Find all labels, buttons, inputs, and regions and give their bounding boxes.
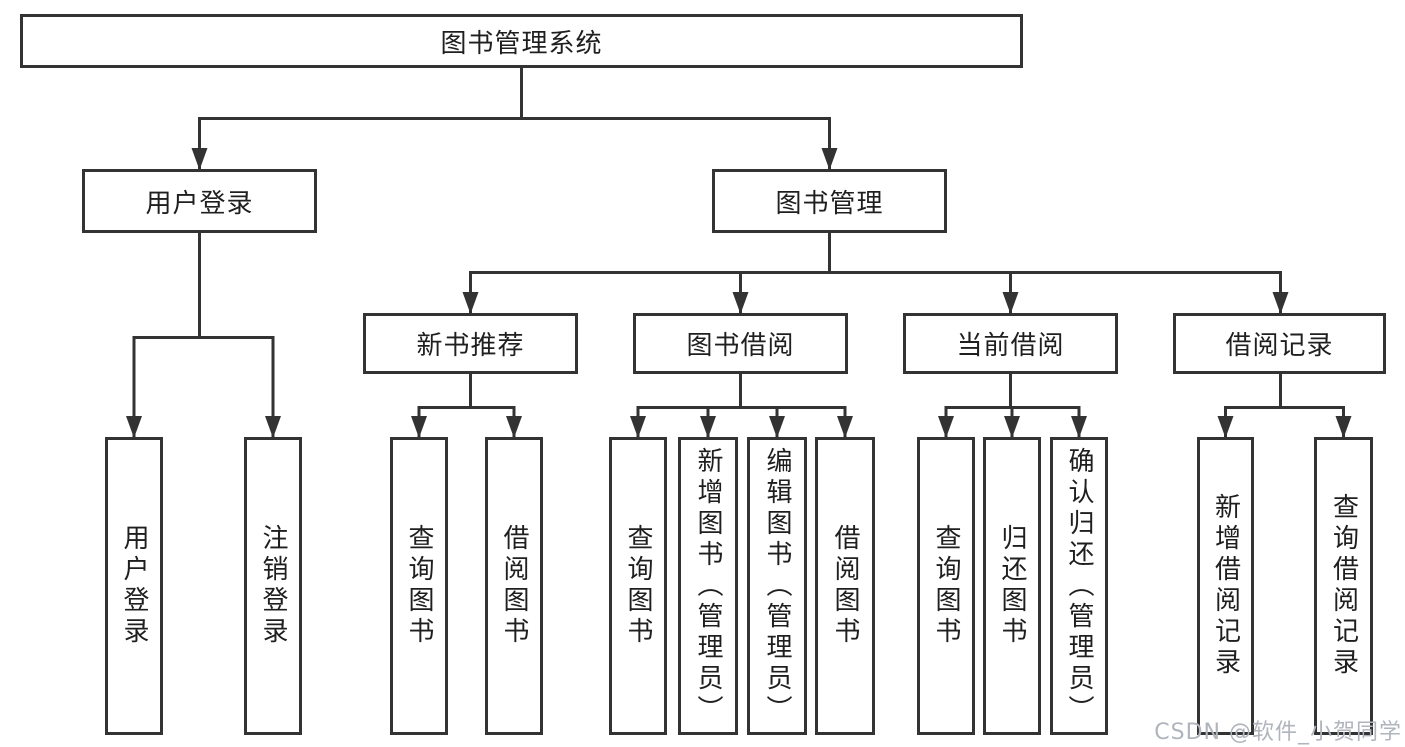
leaf-edit-book-admin: 编辑图书（管理员） <box>747 437 807 735</box>
leaf-query-books-current: 查询图书 <box>917 437 975 735</box>
watermark: CSDN @软件_小贺同学 <box>1154 720 1402 745</box>
leaf-confirm-return-admin: 确认归还（管理员） <box>1050 437 1108 735</box>
leaf-borrow-books-borrow: 借阅图书 <box>815 437 875 735</box>
node-root: 图书管理系统 <box>20 14 1023 68</box>
leaf-borrow-books-newbook: 借阅图书 <box>485 437 543 735</box>
node-new-book-recommend: 新书推荐 <box>363 313 578 374</box>
leaf-logout: 注销登录 <box>244 437 302 735</box>
leaf-add-borrow-record: 新增借阅记录 <box>1197 437 1254 735</box>
leaf-query-borrow-record: 查询借阅记录 <box>1314 437 1373 735</box>
connector-group <box>125 68 1352 439</box>
node-borrow-records: 借阅记录 <box>1173 313 1386 374</box>
leaf-query-books-newbook: 查询图书 <box>390 437 448 735</box>
leaf-return-book: 归还图书 <box>983 437 1041 735</box>
leaf-query-books-borrow: 查询图书 <box>609 437 667 735</box>
node-book-borrow: 图书借阅 <box>633 313 848 374</box>
node-user-login: 用户登录 <box>82 169 317 233</box>
node-current-borrow: 当前借阅 <box>903 313 1118 374</box>
leaf-user-login: 用户登录 <box>105 437 163 735</box>
node-book-management: 图书管理 <box>712 169 947 233</box>
leaf-add-book-admin: 新增图书（管理员） <box>678 437 738 735</box>
